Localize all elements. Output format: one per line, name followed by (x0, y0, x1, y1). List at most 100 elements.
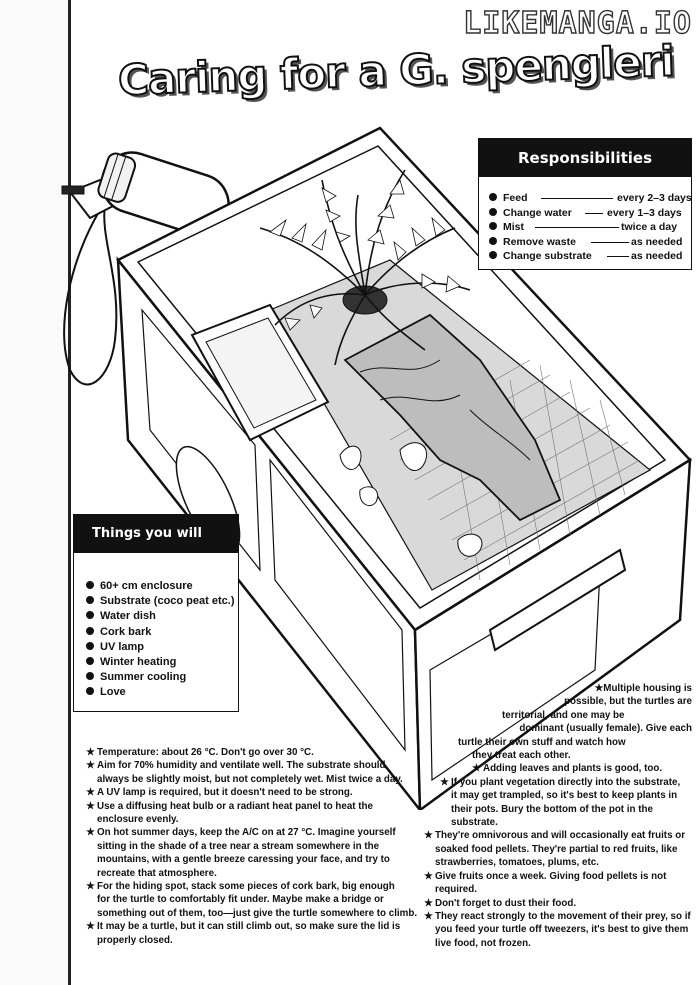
needed-item: UV lamp (86, 640, 238, 655)
note-line: properly closed. (97, 934, 173, 946)
note: ★For the hiding spot, stack some pieces … (86, 881, 395, 893)
bullet-icon (86, 641, 94, 650)
responsibilities-box: Responsibilities Feed every 2–3 days Chan… (478, 138, 692, 270)
note-line: you feed your turtle off tweezers, it's … (435, 924, 689, 936)
leaf (359, 486, 378, 506)
leaf (457, 533, 483, 557)
needed-item: Cork bark (86, 625, 238, 640)
star-icon: ★ (424, 910, 433, 922)
note: ★Don't forget to dust their food. (424, 897, 577, 909)
responsibility-frequency: as needed (631, 235, 683, 248)
bullet-icon (489, 236, 497, 245)
star-icon: ★ (424, 870, 433, 882)
responsibility-frequency: twice a day (621, 221, 678, 233)
responsibilities-heading: Responsibilities (479, 139, 691, 177)
responsibility-task: Feed (503, 192, 528, 204)
needed-item: Love (86, 685, 238, 700)
responsibility-item: Change water every 1–3 days (489, 206, 691, 221)
note-line: soaked food pellets. They're partial to … (435, 843, 678, 855)
bullet-icon (86, 657, 94, 666)
responsibility-frequency: every 2–3 days (617, 192, 692, 204)
responsibility-task: Mist (503, 221, 524, 233)
note: ★Multiple housing is (424, 682, 692, 695)
note-line: something out of them, too—just give the… (97, 907, 418, 919)
star-icon: ★ (472, 763, 481, 775)
note-line: territorial, and one may be (502, 709, 625, 721)
bullet-icon (86, 581, 94, 590)
note: ★Temperature: about 26 °C. Don't go over… (86, 747, 314, 758)
responsibility-task: Remove waste (503, 235, 576, 248)
bullet-icon (86, 626, 94, 635)
star-icon: ★ (594, 683, 604, 694)
note-line: always be slightly moist, but not comple… (97, 773, 403, 785)
page-title: Caring for a G. spengleri (116, 35, 675, 105)
responsibility-frequency: as needed (631, 250, 683, 262)
note: ★A UV lamp is required, but it doesn't n… (86, 787, 353, 799)
tank-front-side (116, 256, 422, 810)
responsibility-task: Change water (503, 206, 572, 219)
bullet-icon (86, 672, 94, 681)
leader-line (541, 198, 613, 199)
leader-line (591, 241, 629, 243)
star-icon: ★ (86, 747, 95, 758)
uv-lamp (97, 151, 230, 236)
leaf (339, 445, 362, 470)
responsibility-item: Feed every 2–3 days (489, 191, 692, 206)
responsibility-task: Change substrate (503, 250, 592, 262)
note-line: required. (435, 884, 477, 896)
tank-right-side (413, 457, 692, 810)
needed-item: Substrate (coco peat etc.) (86, 594, 238, 609)
cork-bark (343, 313, 562, 522)
note-line: enclosure evenly. (97, 814, 179, 826)
note: ★Give fruits once a week. Giving food pe… (424, 870, 667, 882)
things-needed-heading: Things you will need (74, 515, 238, 579)
bullet-icon (489, 193, 497, 202)
note-line: it may get trampled, so it's best to kee… (451, 790, 678, 802)
palm-plant (259, 169, 471, 366)
star-icon: ★ (86, 827, 95, 839)
note: ★It may be a turtle, but it can still cl… (86, 921, 401, 933)
enclosure-illustration (61, 126, 692, 810)
site-watermark: LIKEMANGA.IO (463, 5, 692, 41)
note-line: recreate that atmosphere. (97, 867, 217, 879)
leader-line (535, 227, 619, 228)
needed-item: Summer cooling (86, 670, 238, 685)
note-line: substrate. (451, 817, 498, 829)
leader-line (585, 212, 603, 214)
responsibility-item: Change substrate as needed (489, 249, 691, 264)
star-icon: ★ (424, 897, 433, 909)
lamp-bracket (61, 185, 85, 195)
needed-item: Water dish (86, 609, 238, 624)
lamp-cord (63, 204, 118, 386)
note-line: possible, but the turtles are (564, 696, 692, 708)
things-needed-box: Things you will need 60+ cm enclosure Su… (73, 514, 239, 712)
star-icon: ★ (86, 800, 95, 812)
leaf (399, 442, 428, 471)
bullet-icon (86, 687, 94, 696)
note: ★They react strongly to the movement of … (424, 910, 691, 922)
star-icon: ★ (424, 830, 433, 842)
star-icon: ★ (86, 787, 95, 799)
star-icon: ★ (86, 881, 95, 893)
note-line: live food, not frozen. (435, 937, 531, 949)
note-line: strawberries, tomatoes, plums, etc. (435, 857, 599, 869)
responsibility-frequency: every 1–3 days (607, 206, 682, 219)
note: ★Aim for 70% humidity and ventilate well… (86, 760, 386, 772)
things-needed-list: 60+ cm enclosure Substrate (coco peat et… (74, 579, 238, 701)
needed-item: Winter heating (86, 655, 238, 670)
palm-fronds (269, 179, 461, 331)
bullet-icon (489, 251, 497, 260)
note: ★Adding leaves and plants is good, too. (472, 763, 663, 775)
note: ★They're omnivorous and will occasionall… (424, 830, 686, 842)
note-line: their pots. Bury the bottom of the pot i… (451, 803, 653, 815)
responsibility-item: Mist twice a day (489, 220, 691, 235)
bullet-icon (86, 611, 94, 620)
note-line: mountains, with a gentle breeze caressin… (97, 854, 390, 866)
note-line: they treat each other. (472, 750, 571, 762)
responsibility-item: Remove waste as needed (489, 235, 691, 250)
leader-line (607, 256, 629, 257)
note-line: sitting in the shade of a tree near a st… (97, 840, 380, 852)
star-icon: ★ (86, 760, 95, 772)
notes-left: ★Temperature: about 26 °C. Don't go over… (86, 746, 426, 947)
note-line: dominant (usually female). Give each (519, 723, 692, 735)
